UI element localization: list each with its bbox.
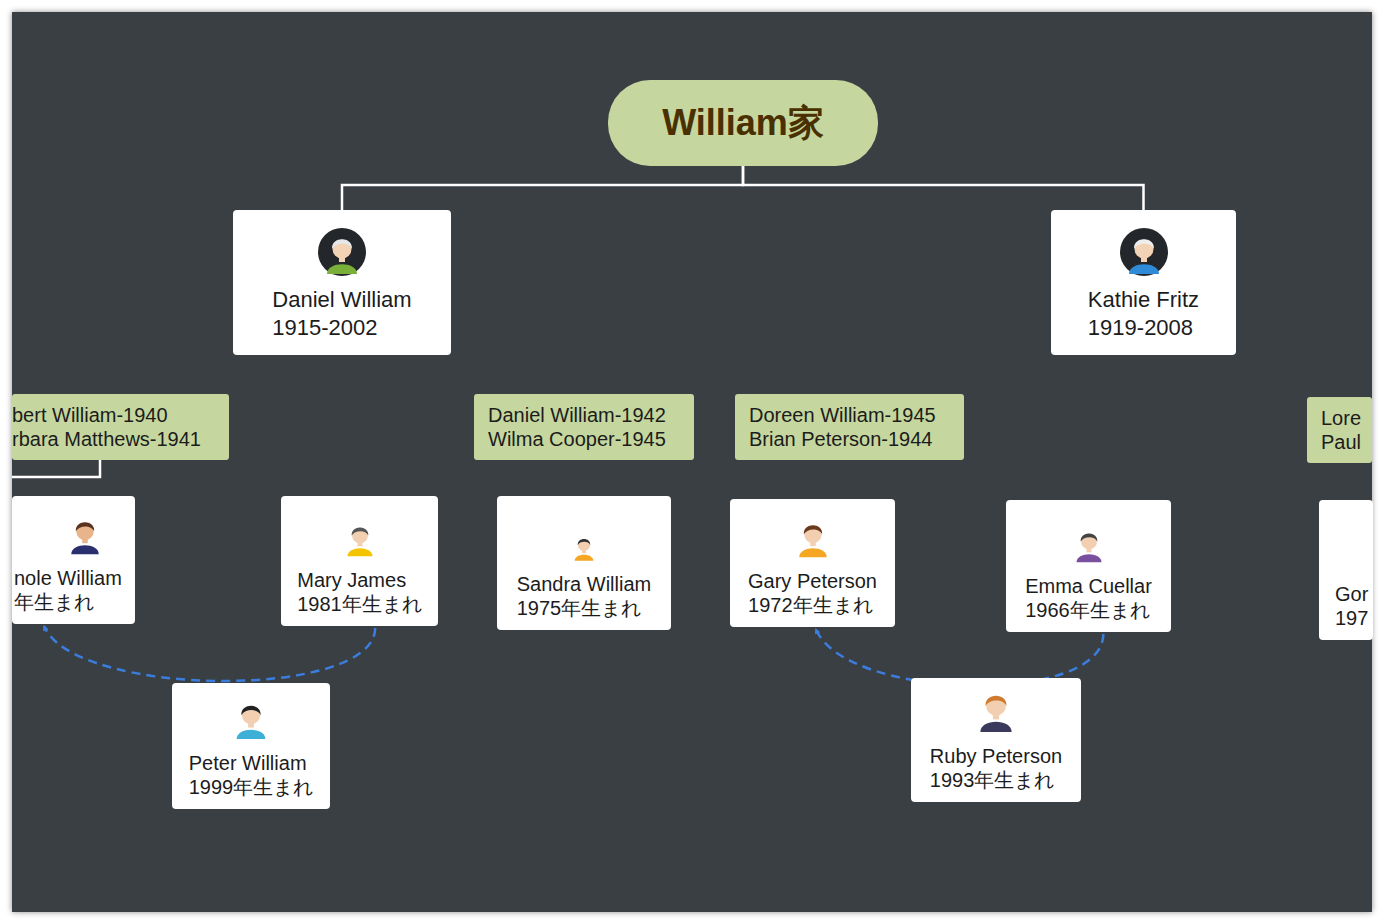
avatar-holder xyxy=(497,510,671,562)
avatar-holder xyxy=(1006,512,1171,564)
avatar-icon xyxy=(1069,524,1109,564)
couple-label: Daniel William-1942Wilma Cooper-1945 xyxy=(474,394,694,460)
avatar-holder xyxy=(233,224,451,276)
couple-text: Paul xyxy=(1321,430,1361,454)
tree-line xyxy=(743,166,1144,210)
person-box: Gor197 xyxy=(1319,500,1373,640)
person-name: Gor xyxy=(1335,582,1368,606)
person-date: 1975年生まれ xyxy=(517,596,651,620)
couple-text: Daniel William-1942 xyxy=(488,403,666,427)
avatar-icon xyxy=(228,695,274,741)
couple-text: Wilma Cooper-1945 xyxy=(488,427,666,451)
avatar-holder xyxy=(911,682,1081,734)
avatar-holder xyxy=(1051,224,1236,276)
title-text: William家 xyxy=(662,99,824,148)
person-name: Ruby Peterson xyxy=(930,744,1062,768)
avatar-holder xyxy=(172,689,330,741)
couple-text: rbara Matthews-1941 xyxy=(12,427,201,451)
person-box: Gary Peterson1972年生まれ xyxy=(730,499,895,627)
avatar-icon xyxy=(318,228,366,276)
avatar-icon xyxy=(569,532,599,562)
person-date: 197 xyxy=(1335,606,1368,630)
branch-line xyxy=(12,457,100,477)
person-name: Peter William xyxy=(189,751,314,775)
spacer xyxy=(1335,514,1373,572)
person-box: Kathie Fritz1919-2008 xyxy=(1051,210,1236,355)
person-date: 年生まれ xyxy=(14,590,122,614)
relation-arrow xyxy=(44,626,375,681)
person-box: Ruby Peterson1993年生まれ xyxy=(911,678,1081,802)
person-date: 1999年生まれ xyxy=(189,775,314,799)
couple-label: Doreen William-1945Brian Peterson-1944 xyxy=(735,394,964,460)
person-name: Kathie Fritz xyxy=(1088,286,1199,314)
title-pill: William家 xyxy=(608,80,878,166)
person-box: Emma Cuellar1966年生まれ xyxy=(1006,500,1171,632)
person-date: 1972年生まれ xyxy=(748,593,877,617)
avatar-icon xyxy=(971,684,1021,734)
person-date: 1915-2002 xyxy=(272,314,411,342)
couple-label: LorePaul xyxy=(1307,397,1372,463)
avatar-holder xyxy=(281,506,438,558)
avatar-holder xyxy=(730,507,895,559)
person-name: Gary Peterson xyxy=(748,569,877,593)
person-box: nole William年生まれ xyxy=(12,496,135,624)
person-date: 1919-2008 xyxy=(1088,314,1199,342)
person-name: Sandra William xyxy=(517,572,651,596)
avatar-icon xyxy=(63,512,107,556)
person-date: 1981年生まれ xyxy=(297,592,422,616)
person-date: 1966年生まれ xyxy=(1025,598,1152,622)
person-name: Mary James xyxy=(297,568,422,592)
couple-text: bert William-1940 xyxy=(12,403,201,427)
person-date: 1993年生まれ xyxy=(930,768,1062,792)
avatar-icon xyxy=(340,518,380,558)
person-box: Daniel William1915-2002 xyxy=(233,210,451,355)
tree-line xyxy=(342,166,743,210)
person-box: Sandra William1975年生まれ xyxy=(497,496,671,630)
couple-text: Doreen William-1945 xyxy=(749,403,936,427)
person-box: Mary James1981年生まれ xyxy=(281,496,438,626)
person-name: Daniel William xyxy=(272,286,411,314)
avatar-icon xyxy=(791,515,835,559)
person-name: nole William xyxy=(14,566,122,590)
avatar-icon xyxy=(1120,228,1168,276)
couple-text: Lore xyxy=(1321,406,1361,430)
person-name: Emma Cuellar xyxy=(1025,574,1152,598)
couple-text: Brian Peterson-1944 xyxy=(749,427,936,451)
avatar-holder xyxy=(14,504,135,556)
couple-label: bert William-1940rbara Matthews-1941 xyxy=(12,394,229,460)
person-box: Peter William1999年生まれ xyxy=(172,683,330,809)
